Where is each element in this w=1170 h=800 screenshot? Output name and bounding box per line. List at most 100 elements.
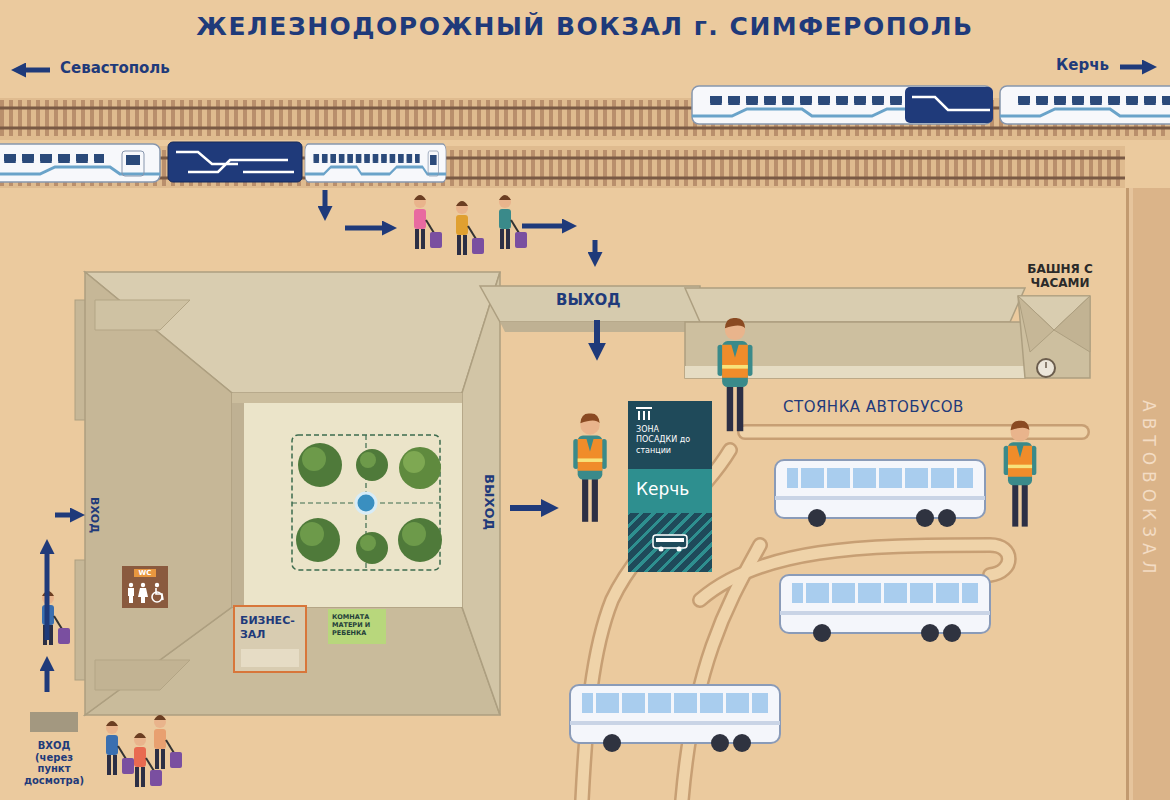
station-sign: ЗОНА ПОСАДКИ до станцииКерчь bbox=[628, 401, 712, 572]
bus-roads bbox=[582, 432, 1082, 800]
courtyard-trees bbox=[402, 522, 426, 546]
direction-arrow bbox=[45, 548, 50, 640]
railway-tracks bbox=[0, 100, 1170, 136]
courtyard-trees bbox=[298, 443, 342, 487]
toilet-pictogram bbox=[138, 588, 148, 603]
direction-arrow bbox=[510, 505, 548, 511]
toilet-pictogram bbox=[141, 583, 145, 587]
clock-tower bbox=[1054, 296, 1090, 352]
lounge-floor bbox=[241, 649, 299, 667]
business-lounge: БИЗНЕС-ЗАЛ bbox=[233, 605, 307, 673]
railway-icon bbox=[648, 411, 650, 420]
courtyard-trees bbox=[296, 518, 340, 562]
toilet-pictogram bbox=[129, 583, 133, 587]
entrance-checkpoint: ВХОД (через пункт досмотра) bbox=[19, 712, 89, 798]
railway-tracks bbox=[0, 127, 1170, 130]
railway-tracks bbox=[0, 107, 1170, 110]
mother-child-room: КОМНАТА МАТЕРИ И РЕБЕНКА bbox=[328, 609, 386, 644]
courtyard-trees bbox=[360, 535, 376, 551]
bus-roads bbox=[745, 424, 1082, 440]
traveller-figure bbox=[42, 195, 527, 787]
station-wing bbox=[480, 286, 700, 322]
entrance-label: ВХОД bbox=[88, 497, 101, 533]
train bbox=[912, 97, 990, 110]
wheelchair-pictogram bbox=[155, 583, 159, 587]
traveller-figure bbox=[499, 195, 527, 249]
staff-figure bbox=[718, 318, 753, 431]
direction-arrow bbox=[20, 67, 1148, 692]
station-wing bbox=[480, 286, 1025, 378]
clock-tower bbox=[1018, 296, 1090, 378]
train bbox=[168, 142, 302, 182]
courtyard-trees bbox=[302, 447, 326, 471]
map-title: ЖЕЛЕЗНОДОРОЖНЫЙ ВОКЗАЛ г. СИМФЕРОПОЛЬ bbox=[0, 12, 1170, 41]
room-label: КОМНАТА МАТЕРИ И РЕБЕНКА bbox=[332, 613, 384, 637]
station-building bbox=[462, 272, 500, 715]
bus-icon bbox=[656, 538, 684, 542]
direction-arrow bbox=[20, 68, 50, 73]
train bbox=[0, 144, 160, 182]
station-building bbox=[232, 393, 244, 607]
direction-label: Керчь bbox=[1056, 56, 1109, 74]
courtyard-trees bbox=[356, 449, 388, 481]
courtyard-trees bbox=[360, 452, 376, 468]
railway-tracks bbox=[0, 98, 1170, 188]
station-building bbox=[232, 393, 462, 607]
traveller-figure bbox=[106, 721, 134, 775]
clock-tower bbox=[1018, 296, 1054, 352]
clock-tower bbox=[1018, 296, 1090, 378]
direction-label: Севастополь bbox=[60, 59, 170, 77]
station-building bbox=[75, 272, 500, 715]
parking-label: СТОЯНКА АВТОБУСОВ bbox=[783, 398, 964, 416]
courtyard-trees bbox=[300, 522, 324, 546]
exit-label: ВЫХОД bbox=[482, 474, 497, 530]
bus bbox=[570, 685, 780, 752]
wc-label: WC bbox=[134, 569, 156, 577]
station-building bbox=[232, 393, 462, 403]
bus-icon bbox=[653, 535, 687, 548]
sign-destination: Керчь bbox=[636, 479, 710, 499]
direction-arrow bbox=[323, 190, 328, 212]
traveller-figure bbox=[154, 715, 182, 769]
wheelchair-pictogram bbox=[156, 588, 163, 600]
train bbox=[0, 86, 1170, 182]
station-building bbox=[95, 300, 190, 330]
direction-arrow bbox=[345, 226, 388, 231]
bus-icon bbox=[659, 547, 664, 552]
bus-roads bbox=[582, 432, 1082, 800]
station-wing bbox=[685, 288, 1025, 322]
bus-roads bbox=[745, 427, 1082, 438]
bus bbox=[775, 460, 985, 527]
courtyard-trees bbox=[403, 451, 425, 473]
fountain bbox=[356, 493, 376, 513]
direction-arrow bbox=[1120, 65, 1148, 70]
bus-icon bbox=[652, 533, 688, 553]
station-building bbox=[85, 272, 232, 715]
direction-arrow bbox=[55, 513, 76, 518]
direction-arrow bbox=[593, 240, 598, 258]
bus-station-band: АВТОВОКЗАЛ bbox=[1126, 188, 1170, 800]
clock-tower bbox=[1045, 362, 1047, 368]
staff-figure bbox=[573, 413, 606, 521]
checkpoint-box bbox=[30, 712, 78, 732]
fountain bbox=[356, 493, 376, 513]
clock-tower bbox=[1037, 359, 1055, 377]
courtyard-trees bbox=[398, 518, 442, 562]
courtyard-trees bbox=[356, 532, 388, 564]
sign-caption: ЗОНА ПОСАДКИ до станции bbox=[636, 425, 696, 456]
railway-icon bbox=[643, 411, 645, 420]
train bbox=[1000, 86, 1170, 124]
train bbox=[692, 86, 992, 124]
traveller-figure bbox=[414, 195, 442, 249]
wc-sign: WC bbox=[122, 566, 168, 608]
bus bbox=[780, 575, 990, 642]
lounge-label: БИЗНЕС-ЗАЛ bbox=[240, 614, 302, 642]
toilet-pictogram bbox=[128, 588, 134, 603]
traveller-figure bbox=[456, 201, 484, 255]
staff-figure bbox=[1004, 421, 1037, 527]
railway-icon bbox=[638, 411, 640, 420]
bus-station-label: АВТОВОКЗАЛ bbox=[1139, 400, 1159, 579]
toilet-pictogram bbox=[125, 582, 165, 604]
